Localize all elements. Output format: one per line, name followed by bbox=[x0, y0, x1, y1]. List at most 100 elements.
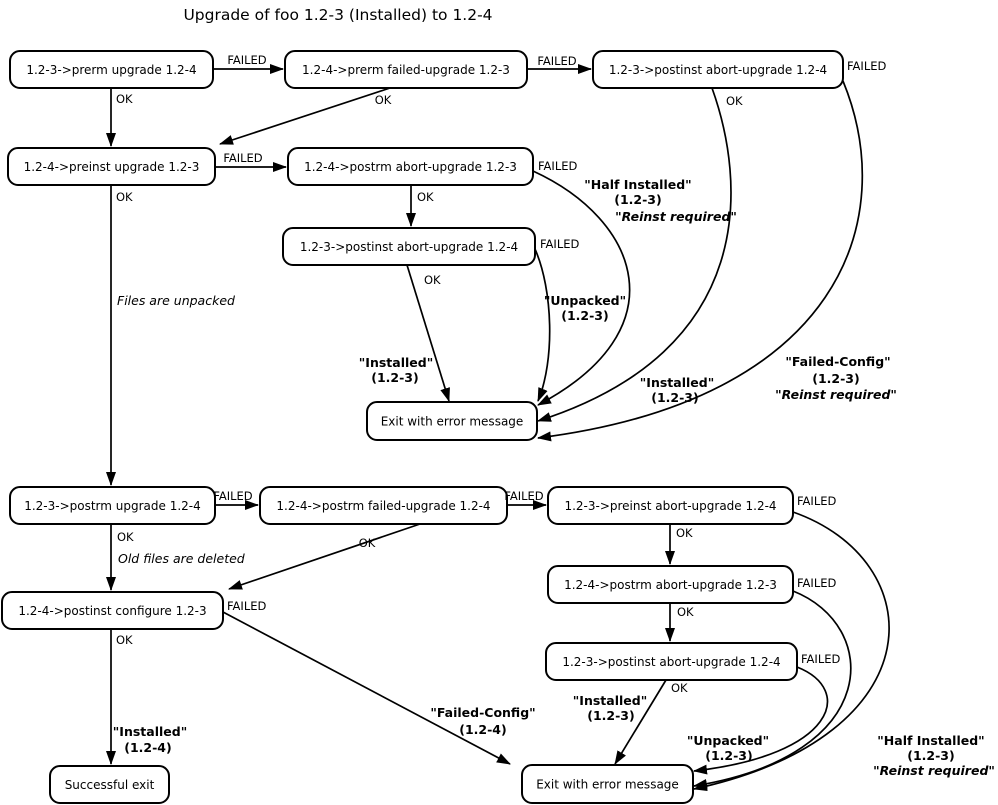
annotation-state-installed-bottom-left-line-2: (1.2-4) bbox=[124, 740, 171, 755]
node-label-successful-exit: Successful exit bbox=[65, 778, 155, 792]
edge-label-postinst-abort-top-failed: FAILED bbox=[847, 59, 886, 73]
edge-label-postinst-abort-mid-failed: FAILED bbox=[540, 237, 579, 251]
node-postrm-upgrade: 1.2-3->postrm upgrade 1.2-4 bbox=[9, 486, 216, 525]
node-preinst-upgrade: 1.2-4->preinst upgrade 1.2-3 bbox=[7, 147, 216, 186]
node-postrm-failed-upgrade: 1.2-4->postrm failed-upgrade 1.2-4 bbox=[259, 486, 508, 525]
edge-label-preinst-abort-ok: OK bbox=[676, 526, 693, 540]
edge-label-postrm-abort-bottom-failed: FAILED bbox=[797, 576, 836, 590]
node-label-postinst-abort-upgrade-mid: 1.2-3->postinst abort-upgrade 1.2-4 bbox=[300, 240, 518, 254]
annotation-state-installed-top-right-line-2: (1.2-3) bbox=[651, 390, 698, 405]
node-label-postrm-abort-upgrade-mid: 1.2-4->postrm abort-upgrade 1.2-3 bbox=[304, 160, 517, 174]
edge-label-prerm-failed-to-postinst-abort: FAILED bbox=[537, 54, 576, 68]
annotation-state-failed-config-top-line-1: "Failed-Config" bbox=[785, 354, 890, 369]
node-label-prerm-upgrade: 1.2-3->prerm upgrade 1.2-4 bbox=[26, 63, 196, 77]
edge-label-postrm-failed-to-preinst-abort: FAILED bbox=[504, 489, 543, 503]
annotation-state-failed-config-top-line-2: (1.2-3) bbox=[812, 371, 859, 386]
node-prerm-upgrade: 1.2-3->prerm upgrade 1.2-4 bbox=[9, 50, 214, 89]
annotation-state-installed-top-left-line-2: (1.2-3) bbox=[371, 370, 418, 385]
edge-label-postrm-abort-mid-failed: FAILED bbox=[538, 159, 577, 173]
edge-prerm-failed-ok bbox=[219, 87, 391, 145]
node-postinst-abort-upgrade-bottom: 1.2-3->postinst abort-upgrade 1.2-4 bbox=[545, 642, 798, 681]
node-label-postrm-abort-upgrade-bottom: 1.2-4->postrm abort-upgrade 1.2-3 bbox=[564, 578, 777, 592]
node-prerm-failed-upgrade: 1.2-4->prerm failed-upgrade 1.2-3 bbox=[284, 50, 528, 89]
edge-postinst-abort-mid-failed bbox=[534, 248, 551, 402]
node-label-preinst-upgrade: 1.2-4->preinst upgrade 1.2-3 bbox=[24, 160, 200, 174]
node-postinst-configure: 1.2-4->postinst configure 1.2-3 bbox=[1, 591, 224, 630]
node-box-postrm-upgrade bbox=[9, 486, 216, 525]
node-box-successful-exit bbox=[49, 765, 170, 804]
edge-label-postrm-abort-mid-ok: OK bbox=[417, 190, 434, 204]
node-postinst-abort-upgrade-mid: 1.2-3->postinst abort-upgrade 1.2-4 bbox=[282, 227, 536, 266]
node-label-postinst-configure: 1.2-4->postinst configure 1.2-3 bbox=[18, 604, 206, 618]
node-label-exit-error-top: Exit with error message bbox=[381, 415, 524, 429]
node-box-postrm-abort-upgrade-bottom bbox=[547, 565, 794, 604]
annotation-state-half-installed-top-line-2: (1.2-3) bbox=[614, 192, 661, 207]
edge-label-postrm-failed-ok: OK bbox=[359, 536, 376, 550]
node-label-preinst-abort-upgrade: 1.2-3->preinst abort-upgrade 1.2-4 bbox=[564, 499, 776, 513]
edge-label-postinst-abort-bottom-failed: FAILED bbox=[801, 652, 840, 666]
edge-postinst-abort-bottom-failed bbox=[693, 666, 829, 775]
node-box-postrm-abort-upgrade-mid bbox=[287, 147, 534, 186]
annotation-state-installed-top-right-line-1: "Installed" bbox=[640, 375, 714, 390]
node-box-preinst-abort-upgrade bbox=[547, 486, 794, 525]
edge-label-postrm-to-postrm-failed: FAILED bbox=[213, 489, 252, 503]
edge-label-configure-failed: FAILED bbox=[227, 599, 266, 613]
annotation-state-failed-config-bottom-line-2: (1.2-4) bbox=[459, 722, 506, 737]
node-successful-exit: Successful exit bbox=[49, 765, 170, 804]
edge-label-preinst-failed: FAILED bbox=[223, 151, 262, 165]
annotation-state-half-installed-top-line-3: "Reinst required" bbox=[615, 209, 737, 224]
node-label-postinst-abort-upgrade-top: 1.2-3->postinst abort-upgrade 1.2-4 bbox=[609, 63, 827, 77]
nodes-layer: 1.2-3->prerm upgrade 1.2-4 1.2-4->prerm f… bbox=[1, 50, 844, 804]
annotation-state-failed-config-bottom-line-1: "Failed-Config" bbox=[430, 705, 535, 720]
edge-postinst-abort-top-failed bbox=[537, 80, 864, 442]
annotation-files-are-unpacked-line-1: Files are unpacked bbox=[117, 293, 235, 308]
node-box-postinst-abort-upgrade-mid bbox=[282, 227, 536, 266]
annotation-state-half-installed-bottom-line-1: "Half Installed" bbox=[877, 733, 984, 748]
annotation-state-half-installed-bottom-line-3: "Reinst required" bbox=[873, 763, 995, 778]
labels-layer: FAILED FAILED OK OK OK FAILED FAILED OK OK FAILED… bbox=[113, 53, 995, 778]
annotation-state-unpacked-bottom-line-1: "Unpacked" bbox=[687, 733, 769, 748]
edge-label-postinst-abort-mid-ok: OK bbox=[424, 273, 441, 287]
node-box-postrm-failed-upgrade bbox=[259, 486, 508, 525]
node-label-postinst-abort-upgrade-bottom: 1.2-3->postinst abort-upgrade 1.2-4 bbox=[562, 655, 780, 669]
node-label-exit-error-bottom: Exit with error message bbox=[536, 778, 679, 792]
node-postrm-abort-upgrade-mid: 1.2-4->postrm abort-upgrade 1.2-3 bbox=[287, 147, 534, 186]
annotation-state-installed-top-left-line-1: "Installed" bbox=[359, 355, 433, 370]
node-box-postinst-abort-upgrade-bottom bbox=[545, 642, 798, 681]
node-label-postrm-failed-upgrade: 1.2-4->postrm failed-upgrade 1.2-4 bbox=[276, 499, 490, 513]
edge-postinst-abort-mid-ok bbox=[406, 264, 450, 402]
edges-layer bbox=[106, 64, 890, 792]
node-exit-error-bottom: Exit with error message bbox=[521, 764, 694, 804]
node-postinst-abort-upgrade-top: 1.2-3->postinst abort-upgrade 1.2-4 bbox=[592, 50, 844, 89]
diagram-title: Upgrade of foo 1.2-3 (Installed) to 1.2-… bbox=[183, 6, 492, 24]
edge-postrm-abort-bottom-failed bbox=[693, 590, 852, 789]
annotation-state-half-installed-bottom-line-2: (1.2-3) bbox=[907, 748, 954, 763]
annotation-state-unpacked-top-line-1: "Unpacked" bbox=[544, 293, 626, 308]
node-box-exit-error-bottom bbox=[521, 764, 694, 804]
edge-label-postinst-abort-top-ok: OK bbox=[726, 94, 743, 108]
annotation-old-files-are-deleted-line-1: Old files are deleted bbox=[118, 551, 245, 566]
edge-label-postinst-abort-bottom-ok: OK bbox=[671, 681, 688, 695]
annotation-state-installed-bottom-mid-line-1: "Installed" bbox=[573, 693, 647, 708]
node-postrm-abort-upgrade-bottom: 1.2-4->postrm abort-upgrade 1.2-3 bbox=[547, 565, 794, 604]
node-box-prerm-upgrade bbox=[9, 50, 214, 89]
annotation-state-installed-bottom-mid-line-2: (1.2-3) bbox=[587, 708, 634, 723]
edge-label-preinst-abort-failed: FAILED bbox=[797, 494, 836, 508]
edge-label-postrm-ok: OK bbox=[117, 530, 134, 544]
edge-postinst-abort-bottom-ok bbox=[614, 679, 667, 765]
node-box-exit-error-top bbox=[366, 401, 538, 441]
node-box-preinst-upgrade bbox=[7, 147, 216, 186]
node-exit-error-top: Exit with error message bbox=[366, 401, 538, 441]
node-label-postrm-upgrade: 1.2-3->postrm upgrade 1.2-4 bbox=[24, 499, 201, 513]
node-label-prerm-failed-upgrade: 1.2-4->prerm failed-upgrade 1.2-3 bbox=[302, 63, 510, 77]
annotation-state-half-installed-top-line-1: "Half Installed" bbox=[584, 177, 691, 192]
node-box-prerm-failed-upgrade bbox=[284, 50, 528, 89]
edge-postrm-failed-ok bbox=[228, 523, 421, 590]
edge-configure-failed bbox=[222, 611, 511, 765]
edge-label-prerm-failed-ok: OK bbox=[375, 93, 392, 107]
node-box-postinst-configure bbox=[1, 591, 224, 630]
edge-label-preinst-ok: OK bbox=[116, 190, 133, 204]
edge-label-prerm-to-prerm-failed: FAILED bbox=[227, 53, 266, 67]
edge-label-postrm-abort-bottom-ok: OK bbox=[677, 605, 694, 619]
